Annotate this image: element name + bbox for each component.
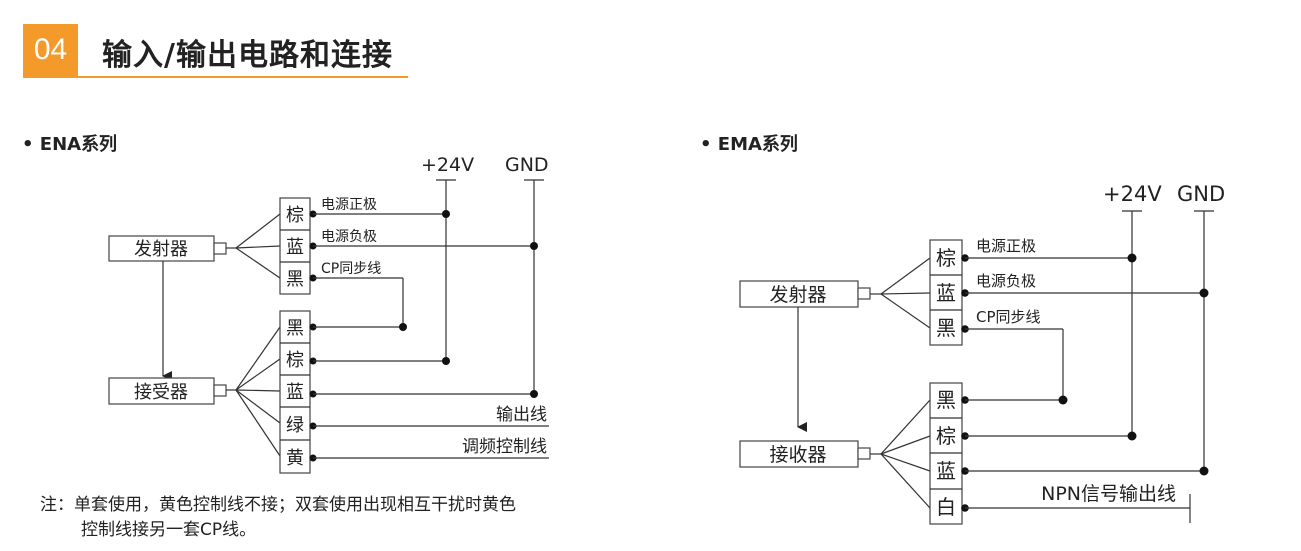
ena-receiver-wire-green: 绿 xyxy=(286,415,304,436)
ena-note-line-1: 注：单套使用，黄色控制线不接；双套使用出现相互干扰时黄色 xyxy=(40,494,516,515)
ema-vcc-label: +24V xyxy=(1103,182,1162,206)
ena-emitter-label-negative: 电源负极 xyxy=(321,229,377,245)
ena-receiver-box xyxy=(108,377,215,405)
ema-diagram: • EMA系列 +24V GND 发射器 棕 蓝 黑 电源正极 电源负极 CP同… xyxy=(700,134,1225,525)
ena-emitter-wire-blue: 蓝 xyxy=(286,237,304,258)
ena-emitter-label-cp: CP同步线 xyxy=(321,261,381,277)
ena-vcc-label: +24V xyxy=(421,154,474,176)
ena-receiver-wire-black: 黑 xyxy=(286,318,304,339)
ema-emitter-label: 发射器 xyxy=(769,284,826,306)
ema-receiver-label: 接收器 xyxy=(769,444,826,466)
ema-emitter-box xyxy=(739,280,859,308)
ema-emitter-label-negative: 电源负极 xyxy=(976,272,1036,290)
ema-emitter-wire-black: 黑 xyxy=(936,316,956,340)
ema-emitter-label-positive: 电源正极 xyxy=(976,237,1036,255)
ena-receiver-wire-yellow: 黄 xyxy=(286,448,304,469)
ena-output-line-label: 输出线 xyxy=(496,405,547,425)
ena-emitter-box xyxy=(108,235,215,262)
ema-emitter-wire-blue: 蓝 xyxy=(936,281,956,305)
ena-receiver-wire-brown: 棕 xyxy=(286,350,304,371)
ena-emitter-wire-black: 黑 xyxy=(286,269,304,290)
section-number-badge: 04 xyxy=(23,24,78,76)
ema-emitter-wire-brown: 棕 xyxy=(936,246,956,270)
ena-emitter-label-positive: 电源正极 xyxy=(321,197,377,213)
ema-gnd-label: GND xyxy=(1177,182,1225,206)
ena-gnd-label: GND xyxy=(505,154,549,176)
ena-diagram: • ENA系列 +24V GND 发射器 棕 蓝 黑 电源正极 电源负极 CP同… xyxy=(22,134,549,540)
ema-npn-output-label: NPN信号输出线 xyxy=(1041,483,1176,505)
ema-emitter-label-cp: CP同步线 xyxy=(976,308,1041,326)
ema-series-title: • EMA系列 xyxy=(700,134,798,155)
ena-receiver-wire-blue: 蓝 xyxy=(286,382,304,403)
ema-receiver-wire-black: 黑 xyxy=(936,388,956,412)
ena-series-title: • ENA系列 xyxy=(22,134,117,155)
ena-freq-control-label: 调频控制线 xyxy=(462,437,547,457)
ena-receiver-label: 接受器 xyxy=(134,382,188,403)
ena-emitter-label: 发射器 xyxy=(134,239,188,260)
ema-receiver-wire-blue: 蓝 xyxy=(936,459,956,483)
section-title: 输入/输出电路和连接 xyxy=(102,38,393,73)
ena-emitter-wire-brown: 棕 xyxy=(286,205,304,226)
title-underline xyxy=(23,76,408,78)
ema-receiver-wire-white: 白 xyxy=(936,495,956,519)
ema-receiver-box xyxy=(739,440,859,468)
ema-receiver-wire-brown: 棕 xyxy=(936,424,956,448)
ena-note-line-2: 控制线接另一套CP线。 xyxy=(81,520,256,540)
